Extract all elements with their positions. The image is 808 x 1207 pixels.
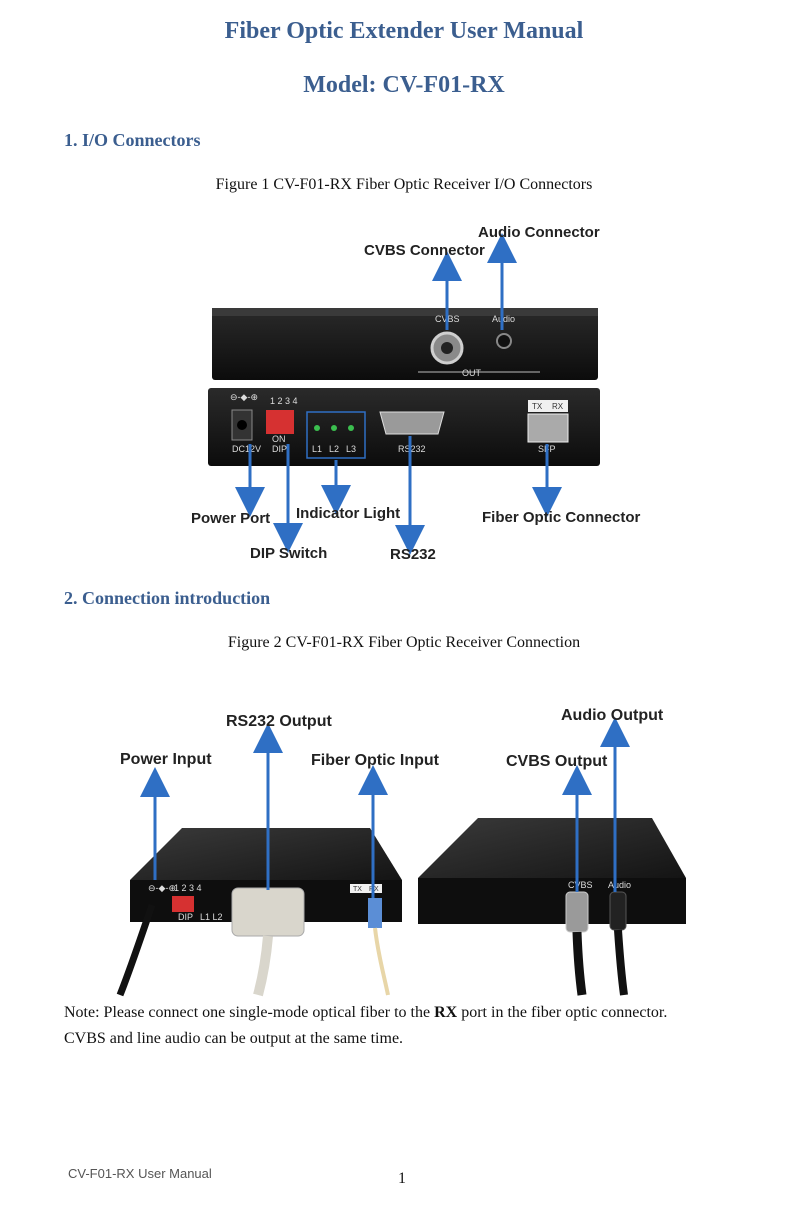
page-number: 1 (398, 1170, 406, 1187)
photo-dip: DIP (178, 912, 193, 922)
panel-out: OUT (462, 368, 482, 378)
callout-audio-connector: Audio Connector (478, 224, 600, 241)
callout-rs232: RS232 (390, 546, 436, 563)
sfp-port-icon (527, 413, 569, 443)
photo-dip-numbers: 1 2 3 4 (174, 883, 202, 893)
callout-dip-switch: DIP Switch (250, 545, 327, 562)
section1-heading: 1. I/O Connectors (64, 130, 201, 150)
callout-cvbs-output: CVBS Output (506, 753, 608, 770)
callout-audio-output: Audio Output (561, 707, 664, 724)
note-rx-bold: RX (434, 1004, 458, 1021)
panel-tx: TX (532, 402, 543, 411)
note-prefix: Note: Please connect one single-mode opt… (64, 1004, 435, 1021)
photo-l1l2: L1 L2 (200, 912, 223, 922)
panel-rs232: RS232 (398, 444, 426, 454)
svg-text:⊖-◆-⊕: ⊖-◆-⊕ (148, 883, 176, 893)
panel-cvbs: CVBS (435, 314, 460, 324)
callout-indicator-light: Indicator Light (296, 505, 400, 522)
panel-dc12v: DC12V (232, 444, 261, 454)
callout-cvbs-connector: CVBS Connector (364, 242, 485, 259)
receiver-rear-panel: ⊖-◆-⊕ DC12V 1 2 3 4 ON DIP L1 L2 L3 RS23… (208, 388, 600, 466)
panel-sfp: SFP (538, 444, 556, 454)
photo-tx: TX (353, 886, 362, 893)
photo-cvbs: CVBS (568, 880, 593, 890)
callout-power-port: Power Port (191, 510, 270, 527)
connection-note: Note: Please connect one single-mode opt… (64, 1000, 764, 1052)
section2-heading: 2. Connection introduction (64, 588, 271, 608)
audio-jack-icon (496, 333, 512, 349)
figure1-caption: Figure 1 CV-F01-RX Fiber Optic Receiver … (215, 176, 593, 193)
footer-doc-name: CV-F01-RX User Manual (68, 1166, 212, 1181)
panel-dip: DIP (272, 444, 287, 454)
callout-fiber-optic-input: Fiber Optic Input (311, 752, 440, 769)
callout-rs232-output: RS232 Output (226, 713, 332, 730)
dip-switch-icon (266, 410, 294, 434)
note-line2: CVBS and line audio can be output at the… (64, 1030, 404, 1047)
receiver-front-photo: CVBS Audio (418, 818, 686, 996)
callout-power-input: Power Input (120, 751, 212, 768)
photo-audio: Audio (608, 880, 631, 890)
rs232-port-icon (379, 411, 445, 435)
panel-audio: Audio (492, 314, 515, 324)
panel-l1: L1 (312, 444, 322, 454)
callout-fiber-optic-connector: Fiber Optic Connector (482, 509, 641, 526)
svg-text:⊖-◆-⊕: ⊖-◆-⊕ (230, 392, 258, 402)
cvbs-bnc-icon (430, 331, 464, 365)
photo-rx: RX (369, 886, 379, 893)
receiver-front-panel: CVBS Audio OUT (212, 308, 598, 380)
model-title: Model: CV-F01-RX (303, 72, 505, 98)
panel-on: ON (272, 434, 286, 444)
receiver-rear-photo: ⊖-◆-⊕ 1 2 3 4 DIP L1 L2 TX RX (116, 828, 402, 997)
panel-l3: L3 (346, 444, 356, 454)
document-title: Fiber Optic Extender User Manual (224, 18, 584, 44)
panel-l2: L2 (329, 444, 339, 454)
figure2-caption: Figure 2 CV-F01-RX Fiber Optic Receiver … (227, 634, 581, 651)
panel-dip-numbers: 1 2 3 4 (270, 396, 298, 406)
note-suffix: port in the fiber optic connector. (457, 1004, 668, 1021)
panel-rx: RX (552, 402, 564, 411)
